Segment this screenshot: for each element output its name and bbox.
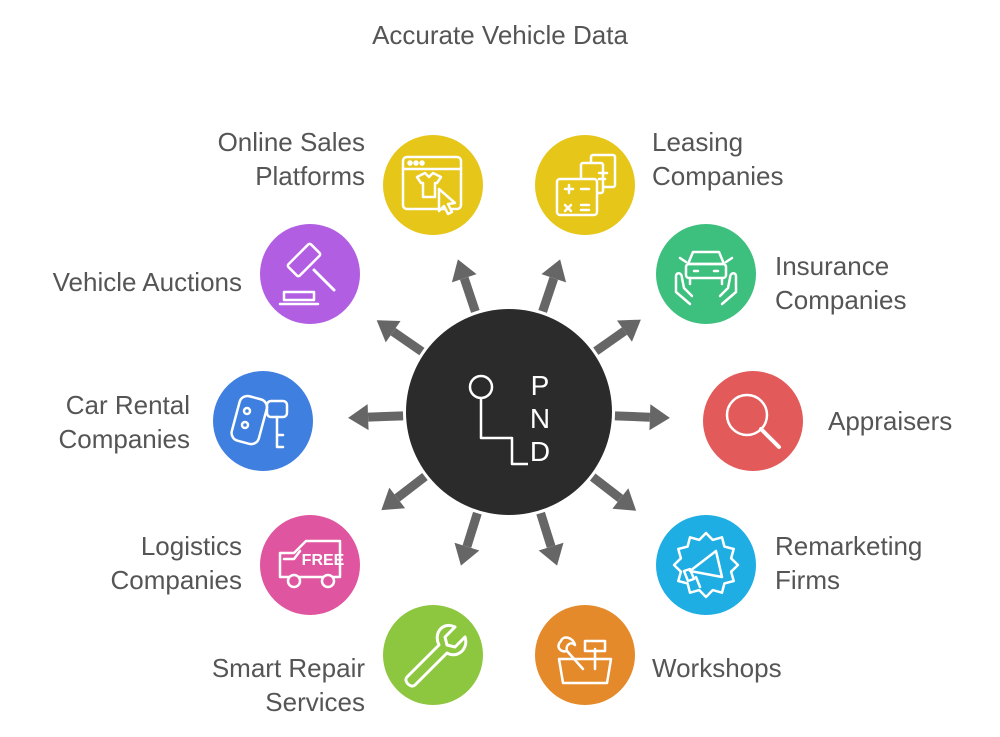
arrow-shaft xyxy=(589,473,624,503)
gear-shift-icon xyxy=(468,374,528,466)
label-car-rental-companies: Car Rental Companies xyxy=(58,390,190,454)
arrow-shaft xyxy=(390,327,425,356)
node-online-sales-platforms xyxy=(383,135,483,235)
node-vehicle-auctions xyxy=(260,224,360,324)
gear-letter-n: N xyxy=(530,403,550,434)
gavel-icon xyxy=(278,242,336,306)
diagram-title: Accurate Vehicle Data xyxy=(372,20,628,50)
arrow-shaft xyxy=(394,473,428,502)
node-circle xyxy=(703,371,803,471)
label-workshops: Workshops xyxy=(652,653,782,683)
node-appraisers xyxy=(703,371,803,471)
arrow-head xyxy=(454,542,480,566)
arrow-head xyxy=(451,259,477,283)
label-leasing-companies: Leasing Companies xyxy=(652,127,784,191)
arrow-head xyxy=(617,319,641,342)
arrow xyxy=(614,404,670,431)
arrow-head xyxy=(348,404,369,431)
arrow-head xyxy=(612,488,637,511)
arrow-shaft xyxy=(593,327,628,355)
node-smart-repair-services xyxy=(383,605,483,705)
node-circle xyxy=(383,135,483,235)
label-remarketing-firms: Remarketing Firms xyxy=(775,531,923,595)
arrow-head xyxy=(381,487,406,511)
arrow xyxy=(451,259,480,313)
node-workshops xyxy=(535,605,635,705)
arrow-shaft xyxy=(538,276,559,313)
label-logistics-companies: Logistics Companies xyxy=(110,531,242,595)
arrow-shaft xyxy=(367,411,404,422)
gear-letter-p: P xyxy=(531,370,550,401)
arrow xyxy=(538,259,567,313)
hub: PND xyxy=(406,309,612,515)
arrow-head xyxy=(649,404,670,431)
label-appraisers: Appraisers xyxy=(828,406,953,436)
node-circle xyxy=(260,224,360,324)
label-insurance-companies: Insurance Companies xyxy=(775,251,907,315)
arrows xyxy=(348,259,670,566)
node-leasing-companies xyxy=(535,135,635,235)
arrow-head xyxy=(538,542,564,566)
node-circle xyxy=(383,605,483,705)
car-in-hands-icon xyxy=(674,250,738,306)
node-circle xyxy=(535,605,635,705)
arrow-shaft xyxy=(462,511,482,548)
node-circle xyxy=(656,224,756,324)
hub-circle xyxy=(406,309,612,515)
label-vehicle-auctions: Vehicle Auctions xyxy=(52,267,242,297)
arrow-shaft xyxy=(536,511,556,548)
gear-letter-d: D xyxy=(530,436,550,467)
node-remarketing-firms xyxy=(656,515,756,615)
node-car-rental-companies xyxy=(213,371,313,471)
arrow xyxy=(348,404,404,431)
arrow-shaft xyxy=(614,411,651,422)
magnifier-icon xyxy=(725,393,781,449)
megaphone-icon xyxy=(672,531,740,599)
free-delivery-truck-icon: FREE xyxy=(278,539,345,589)
arrow-head xyxy=(376,320,401,343)
calculator-documents-icon xyxy=(555,153,617,217)
car-key-icon xyxy=(230,394,289,449)
node-logistics-companies: FREE xyxy=(260,515,360,615)
online-shop-icon xyxy=(401,155,463,216)
arrow-head xyxy=(541,259,567,283)
arrow xyxy=(454,511,482,566)
arrow xyxy=(376,320,425,356)
arrow xyxy=(381,473,428,511)
toolbox-icon xyxy=(557,636,613,685)
hub-circle-group: PND xyxy=(406,309,612,515)
label-smart-repair-services: Smart Repair Services xyxy=(211,653,365,717)
free-badge-text: FREE xyxy=(302,552,345,569)
arrow-shaft xyxy=(459,276,480,313)
wrench-icon xyxy=(404,624,468,688)
arrow xyxy=(589,473,637,511)
node-insurance-companies xyxy=(656,224,756,324)
arrow xyxy=(593,319,641,355)
nodes: FREE xyxy=(213,135,803,705)
label-online-sales-platforms: Online Sales Platforms xyxy=(217,127,365,191)
arrow xyxy=(536,511,564,566)
